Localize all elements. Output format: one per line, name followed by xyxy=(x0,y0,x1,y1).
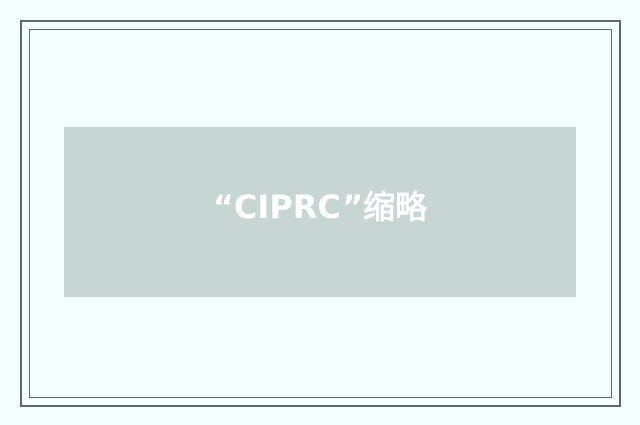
thumbnail-placeholder: “CIPRC”缩略 xyxy=(64,127,576,297)
inner-frame-border xyxy=(29,29,612,398)
outer-frame-border xyxy=(20,20,621,407)
thumbnail-caption: “CIPRC”缩略 xyxy=(212,188,428,226)
